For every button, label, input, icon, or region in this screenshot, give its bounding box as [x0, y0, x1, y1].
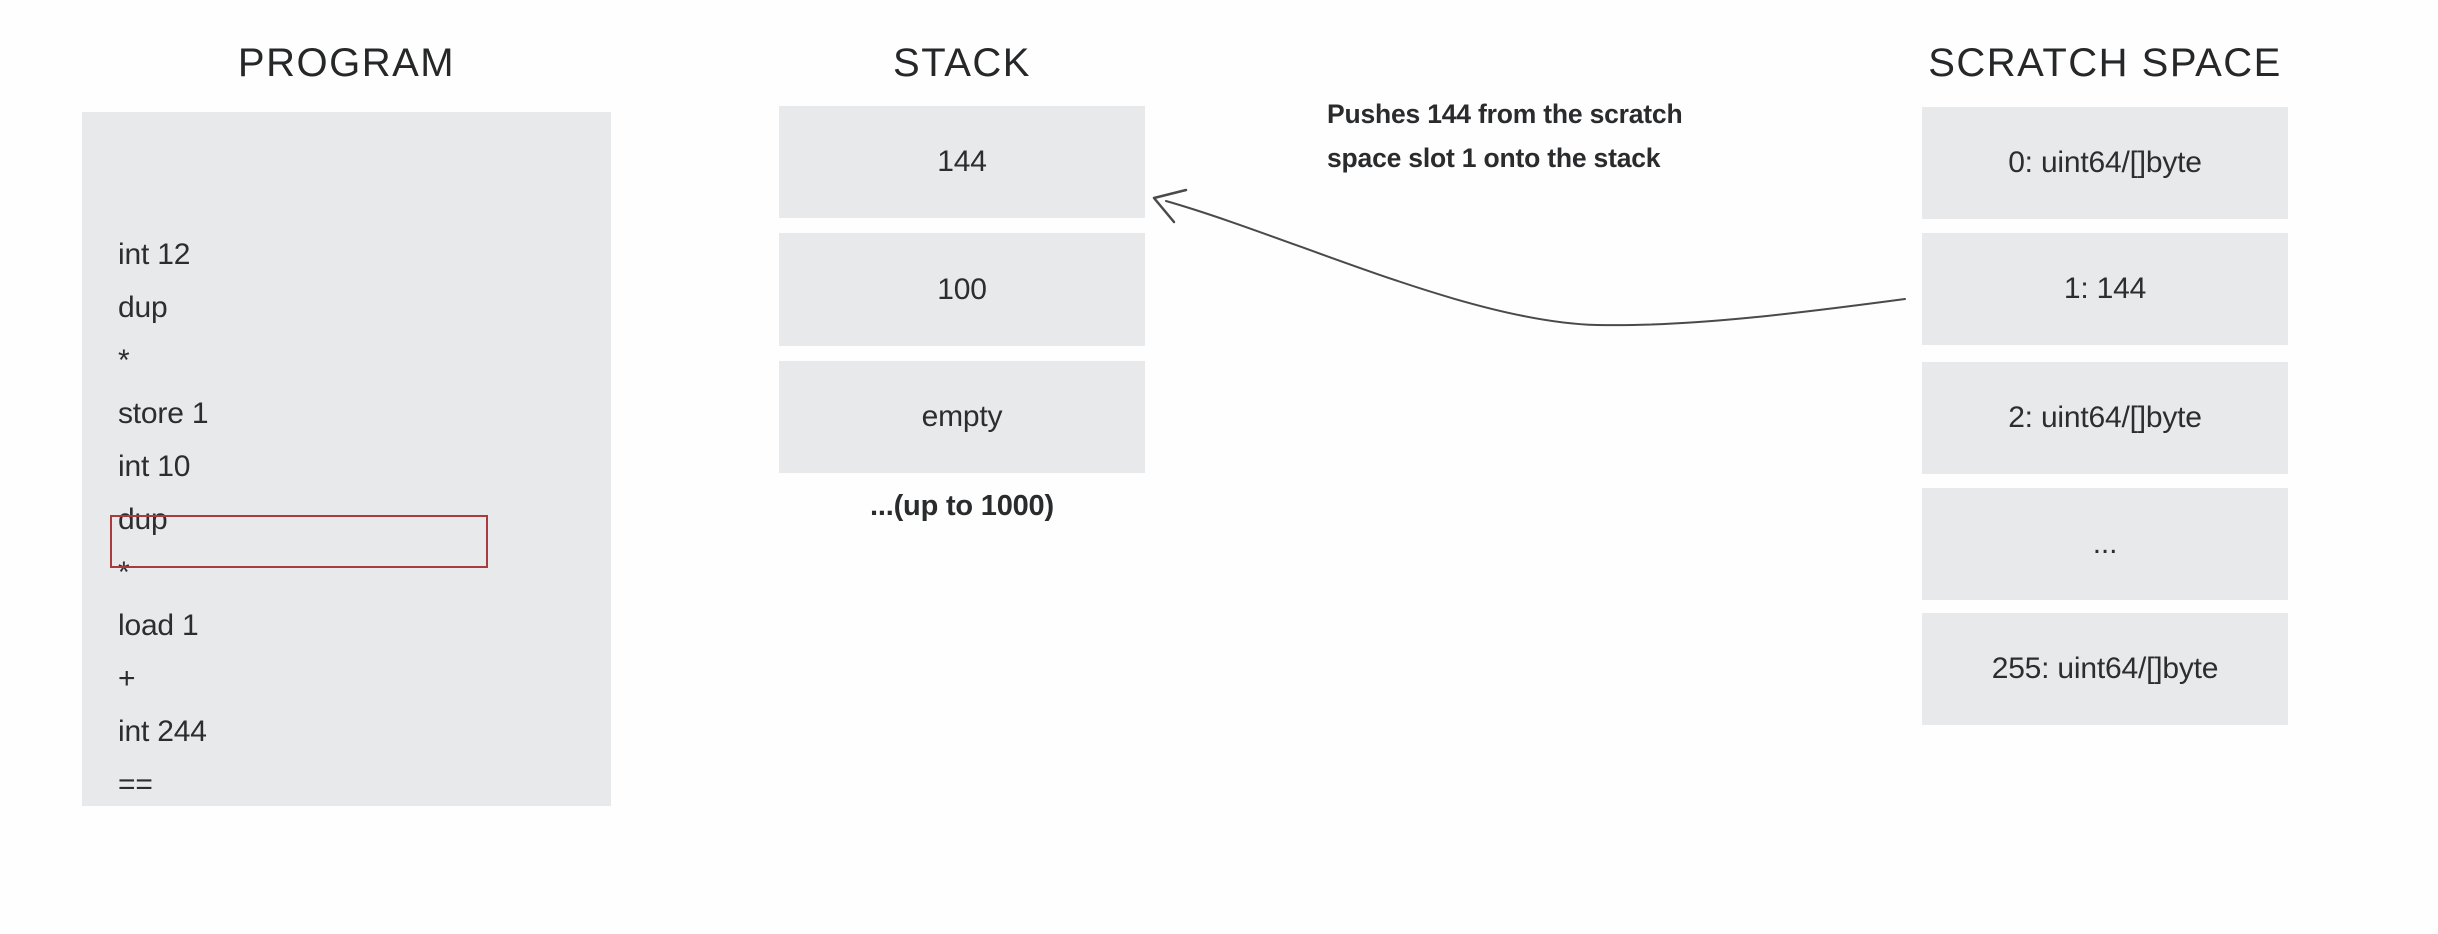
scratch-slot-ellipsis: ... [1922, 488, 2288, 600]
stack-title: STACK [893, 41, 1031, 85]
program-title: PROGRAM [237, 41, 456, 85]
scratch-slot-1: 1: 144 [1922, 233, 2288, 345]
program-line: * [118, 556, 130, 589]
stack-slot: 100 [779, 233, 1145, 346]
program-line: == [118, 768, 153, 801]
program-line: + [118, 662, 136, 695]
scratch-slot-255: 255: uint64/[]byte [1922, 613, 2288, 725]
program-line: dup [118, 291, 168, 324]
stack-slot-top: 144 [779, 106, 1145, 218]
program-line-highlighted: load 1 [118, 609, 199, 642]
program-line: int 12 [118, 238, 191, 271]
current-instruction-highlight [110, 515, 488, 568]
program-line: int 10 [118, 450, 191, 483]
scratch-slot-0: 0: uint64/[]byte [1922, 107, 2288, 219]
stack-slot-empty: empty [779, 361, 1145, 473]
program-line: store 1 [118, 397, 209, 430]
push-annotation-line2: space slot 1 onto the stack [1327, 143, 1661, 173]
stack-capacity-note: ...(up to 1000) [870, 490, 1054, 522]
push-annotation-line1: Pushes 144 from the scratch [1327, 99, 1683, 129]
program-line: dup [118, 503, 168, 536]
program-box: int 12 dup * store 1 int 10 dup * load 1… [82, 112, 611, 806]
program-line: * [118, 344, 130, 377]
program-line: int 244 [118, 715, 207, 748]
push-annotation: Pushes 144 from the scratch space slot 1… [1327, 92, 1687, 180]
scratch-space-title: SCRATCH SPACE [1928, 41, 2282, 85]
scratch-slot-2: 2: uint64/[]byte [1922, 362, 2288, 474]
